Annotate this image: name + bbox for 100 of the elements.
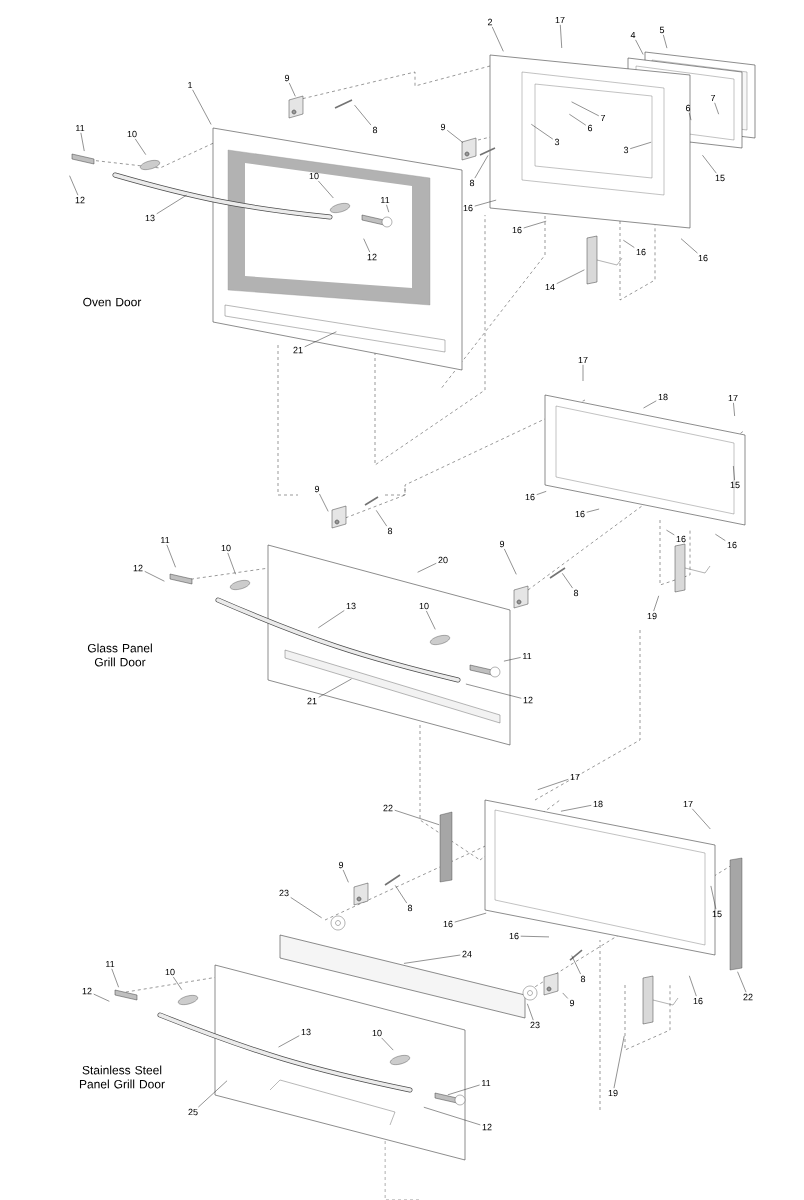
leader-line bbox=[318, 610, 345, 629]
callout-number: 9 bbox=[569, 999, 575, 1007]
callout-number: 22 bbox=[383, 804, 393, 812]
callout-number: 20 bbox=[438, 556, 448, 564]
leader-line bbox=[689, 975, 697, 997]
callout-number: 23 bbox=[530, 1021, 540, 1029]
callout-number: 9 bbox=[314, 485, 320, 493]
leader-line bbox=[426, 610, 436, 630]
callout-number: 11 bbox=[523, 652, 532, 660]
section-title: Oven Door bbox=[83, 297, 142, 307]
callout-number: 12 bbox=[523, 696, 533, 704]
leader-line bbox=[680, 238, 698, 254]
callout-number: 6 bbox=[685, 104, 691, 112]
leader-line bbox=[93, 993, 110, 1002]
callout-number: 10 bbox=[221, 544, 231, 552]
callout-number: 23 bbox=[279, 889, 289, 897]
leader-line bbox=[531, 124, 554, 140]
leader-line bbox=[623, 240, 635, 248]
callout-number: 19 bbox=[647, 612, 657, 620]
leader-line bbox=[571, 101, 600, 117]
leader-line bbox=[447, 1084, 480, 1096]
callout-number: 17 bbox=[683, 800, 693, 808]
callout-number: 12 bbox=[482, 1123, 492, 1131]
leader-line bbox=[111, 968, 119, 988]
leader-line bbox=[523, 220, 547, 229]
callout-number: 17 bbox=[570, 773, 580, 781]
callout-number: 11 bbox=[482, 1079, 491, 1087]
callout-number: 18 bbox=[593, 800, 603, 808]
callout-number: 3 bbox=[623, 146, 629, 154]
callout-number: 16 bbox=[509, 932, 519, 940]
callout-number: 22 bbox=[743, 993, 753, 1001]
leader-line bbox=[80, 132, 85, 152]
callout-number: 8 bbox=[573, 589, 579, 597]
callout-number: 10 bbox=[419, 602, 429, 610]
callout-number: 16 bbox=[727, 541, 737, 549]
callout-number: 2 bbox=[487, 18, 493, 26]
callout-number: 16 bbox=[525, 493, 535, 501]
callout-number: 13 bbox=[145, 214, 155, 222]
leader-line bbox=[689, 112, 692, 121]
callout-number: 16 bbox=[636, 248, 646, 256]
leader-line bbox=[733, 465, 735, 481]
leader-line bbox=[613, 1035, 625, 1089]
leader-line bbox=[318, 678, 352, 698]
leader-line bbox=[474, 199, 497, 207]
leader-line bbox=[692, 808, 711, 830]
callout-number: 12 bbox=[133, 564, 143, 572]
callout-number: 7 bbox=[600, 114, 606, 122]
callout-number: 16 bbox=[676, 535, 686, 543]
callout-number: 9 bbox=[499, 540, 505, 548]
leader-line bbox=[582, 364, 584, 382]
callout-number: 16 bbox=[575, 510, 585, 518]
callout-number: 10 bbox=[127, 130, 137, 138]
leader-line bbox=[586, 508, 600, 513]
callout-number: 24 bbox=[462, 950, 472, 958]
callout-number: 15 bbox=[730, 481, 740, 489]
callout-number: 9 bbox=[338, 861, 344, 869]
leader-line bbox=[135, 138, 147, 155]
leader-line bbox=[560, 24, 562, 49]
leader-line bbox=[733, 402, 735, 417]
callout-number: 21 bbox=[293, 346, 303, 354]
callout-number: 10 bbox=[165, 968, 175, 976]
callout-number: 13 bbox=[301, 1028, 311, 1036]
callout-number: 10 bbox=[372, 1029, 382, 1037]
callout-number: 11 bbox=[381, 196, 390, 204]
leader-line bbox=[537, 779, 569, 790]
callout-number: 9 bbox=[284, 74, 290, 82]
leader-line bbox=[354, 104, 372, 126]
callout-number: 10 bbox=[309, 172, 319, 180]
callout-number: 6 bbox=[587, 124, 593, 132]
leader-line bbox=[556, 269, 585, 284]
leader-line bbox=[417, 563, 437, 573]
leader-line bbox=[144, 571, 165, 582]
callout-number: 8 bbox=[387, 527, 393, 535]
leader-line bbox=[714, 102, 719, 115]
leader-line bbox=[69, 175, 79, 196]
leader-line bbox=[342, 869, 349, 883]
leader-line bbox=[491, 26, 504, 52]
callout-number: 15 bbox=[715, 174, 725, 182]
section-title: Glass Panel Grill Door bbox=[87, 643, 152, 667]
leader-line bbox=[156, 194, 187, 215]
leader-line bbox=[702, 154, 717, 174]
callout-number: 13 bbox=[346, 602, 356, 610]
leader-line bbox=[569, 113, 587, 126]
leader-line bbox=[663, 34, 668, 49]
leader-line bbox=[278, 1035, 300, 1048]
callout-number: 18 bbox=[658, 393, 668, 401]
leader-line bbox=[562, 992, 569, 999]
leader-line bbox=[173, 976, 183, 990]
leader-line bbox=[381, 1037, 394, 1051]
leader-line bbox=[394, 885, 408, 904]
leader-line bbox=[192, 89, 212, 125]
leader-line bbox=[318, 180, 334, 199]
callout-number: 8 bbox=[372, 126, 378, 134]
callout-number: 12 bbox=[82, 987, 92, 995]
callout-number: 12 bbox=[75, 196, 85, 204]
callout-number: 16 bbox=[512, 226, 522, 234]
leader-line bbox=[666, 529, 675, 536]
callout-number: 1 bbox=[188, 81, 193, 89]
leader-line bbox=[737, 971, 747, 993]
callout-number: 16 bbox=[693, 997, 703, 1005]
